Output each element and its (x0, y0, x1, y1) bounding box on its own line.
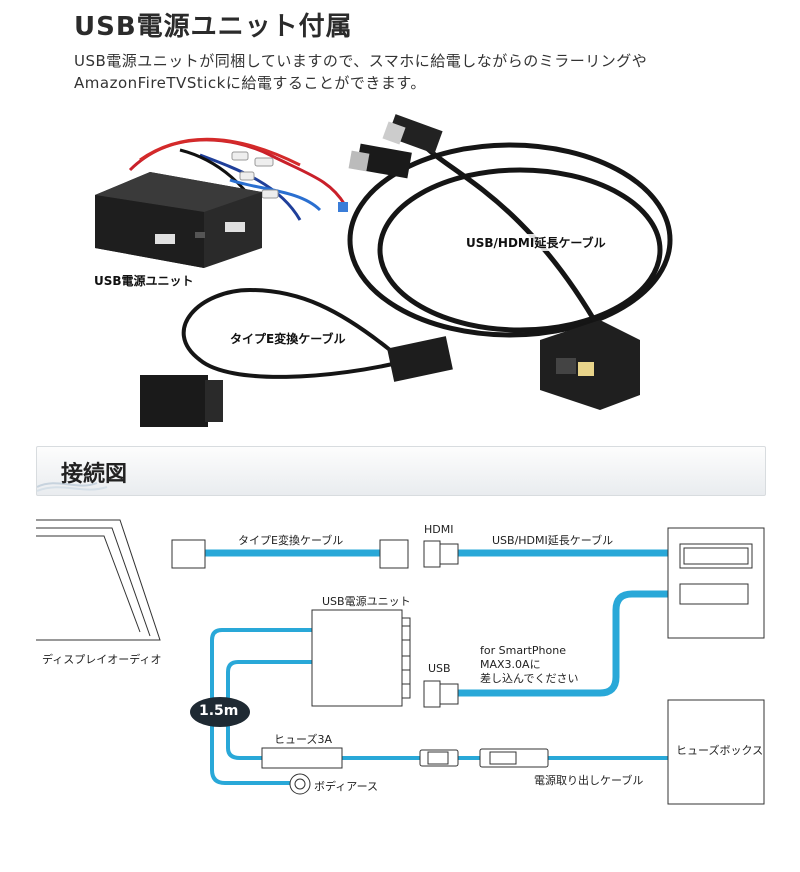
display-audio-device (36, 519, 161, 641)
length-badge (190, 697, 250, 727)
wire-connectors (231, 151, 348, 212)
label-usb-power-unit: USB電源ユニット (322, 595, 411, 608)
wire-harness (128, 137, 347, 221)
label-fuse: ヒューズ3A (274, 733, 332, 746)
connection-diagram (36, 519, 765, 805)
label-length: 1.5m (199, 703, 239, 719)
label-power-cable: 電源取り出しケーブル (534, 774, 644, 787)
label-usb: USB (428, 662, 451, 675)
label-hdmi: HDMI (424, 523, 454, 536)
label-display-audio: ディスプレイオーディオ (42, 653, 162, 666)
usb-plug (423, 680, 459, 708)
smartphone-note-line-3: 差し込んでください (480, 672, 579, 685)
usb-power-unit-box (311, 609, 411, 707)
type-e-plugs (171, 539, 409, 569)
page-title: USB電源ユニット付属 (74, 12, 353, 42)
description-line-2: AmazonFireTVStickに給電することができます。 (74, 74, 426, 92)
fuse-box (667, 699, 765, 805)
label-fuse-box: ヒューズボックス (676, 744, 764, 757)
section-header: 接続図 (36, 446, 766, 496)
usb-power-unit-photo (95, 172, 262, 268)
smartphone-note-line-2: MAX3.0Aに (480, 658, 541, 671)
label-type-e-cable: タイプE変換ケーブル (238, 534, 344, 547)
label-body-earth: ボディアース (314, 780, 379, 793)
smartphone-note-line-1: for SmartPhone (480, 644, 566, 657)
label-smartphone-note: for SmartPhone MAX3.0Aに 差し込んでください (480, 644, 578, 686)
section-wave-decoration (37, 482, 108, 492)
hdmi-plugs (348, 114, 443, 179)
body-earth-terminal (289, 773, 311, 795)
type-e-cable-photo (140, 287, 453, 427)
hdmi-plug (423, 540, 459, 568)
cable-lines (201, 549, 672, 785)
photo-label-usb-hdmi-cable: USB/HDMI延長ケーブル (464, 234, 608, 251)
product-photo (95, 114, 673, 427)
inline-connectors (419, 748, 549, 768)
socket-unit-box (667, 527, 765, 639)
usb-hdmi-socket-photo (540, 320, 640, 410)
section-title: 接続図 (61, 462, 128, 487)
description-line-1: USB電源ユニットが同梱していますので、スマホに給電しながらのミラーリングや (74, 52, 648, 70)
photo-label-usb-power-unit: USB電源ユニット (92, 272, 196, 289)
fuse-holder (261, 747, 343, 769)
photo-label-type-e-cable: タイプE変換ケーブル (228, 330, 348, 347)
description: USB電源ユニットが同梱していますので、スマホに給電しながらのミラーリングや A… (74, 50, 647, 94)
label-usb-hdmi-cable: USB/HDMI延長ケーブル (492, 534, 614, 547)
